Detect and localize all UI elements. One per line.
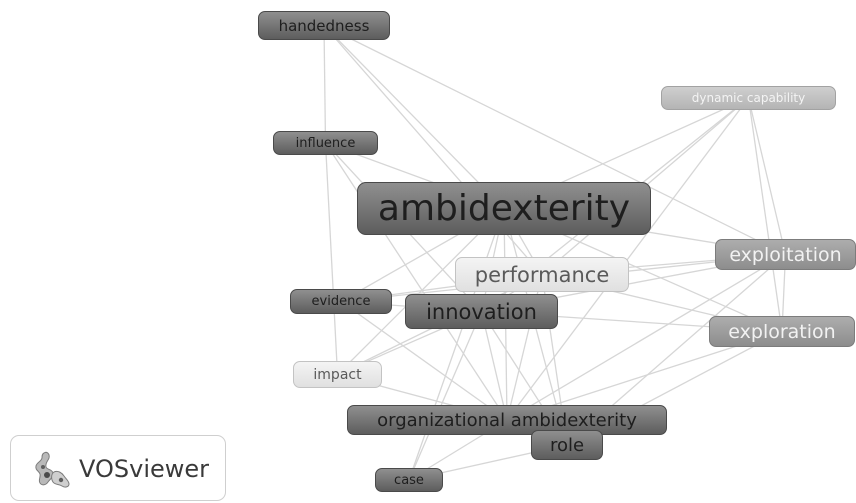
node-label: organizational ambidexterity (377, 409, 637, 431)
node-exploration[interactable]: exploration (709, 316, 855, 347)
link-handedness-exploitation (323, 24, 786, 256)
link-dynamic-capability-organizational-ambidexterity (506, 97, 750, 421)
node-label: exploration (728, 320, 836, 343)
node-label: performance (474, 262, 610, 287)
node-organizational-ambidexterity[interactable]: organizational ambidexterity (347, 405, 667, 435)
node-label: influence (295, 135, 356, 151)
node-performance[interactable]: performance (455, 257, 629, 292)
node-label: impact (313, 366, 362, 383)
node-influence[interactable]: influence (273, 131, 378, 155)
node-label: ambidexterity (377, 188, 631, 229)
node-label: case (394, 472, 424, 488)
node-label: dynamic capability (691, 91, 806, 105)
link-handedness-influence (323, 25, 327, 144)
link-ambidexterity-impact (337, 208, 505, 375)
link-dynamic-capability-exploration (747, 97, 783, 332)
node-exploitation[interactable]: exploitation (715, 239, 856, 270)
link-exploitation-organizational-ambidexterity (506, 253, 786, 421)
logo-text: VOSviewer (79, 455, 210, 483)
node-dynamic-capability[interactable]: dynamic capability (661, 86, 836, 110)
link-evidence-organizational-ambidexterity (340, 300, 508, 421)
node-label: exploitation (729, 243, 842, 266)
node-case[interactable]: case (375, 468, 443, 492)
link-innovation-organizational-ambidexterity (480, 311, 508, 421)
link-innovation-case (408, 311, 483, 481)
node-innovation[interactable]: innovation (405, 294, 558, 329)
link-influence-organizational-ambidexterity (324, 142, 508, 421)
node-evidence[interactable]: evidence (290, 289, 392, 314)
vosviewer-logo-icon (35, 451, 70, 488)
link-influence-impact (324, 142, 339, 375)
node-handedness[interactable]: handedness (258, 11, 390, 40)
node-impact[interactable]: impact (293, 361, 382, 388)
link-dynamic-capability-exploitation (747, 97, 787, 255)
node-label: innovation (426, 299, 537, 324)
node-role[interactable]: role (531, 430, 603, 460)
vosviewer-logo: VOSviewer (10, 435, 226, 501)
node-label: handedness (278, 16, 370, 35)
link-handedness-ambidexterity (323, 25, 505, 209)
node-ambidexterity[interactable]: ambidexterity (357, 182, 651, 235)
node-label: evidence (311, 294, 371, 309)
node-label: role (549, 434, 585, 456)
